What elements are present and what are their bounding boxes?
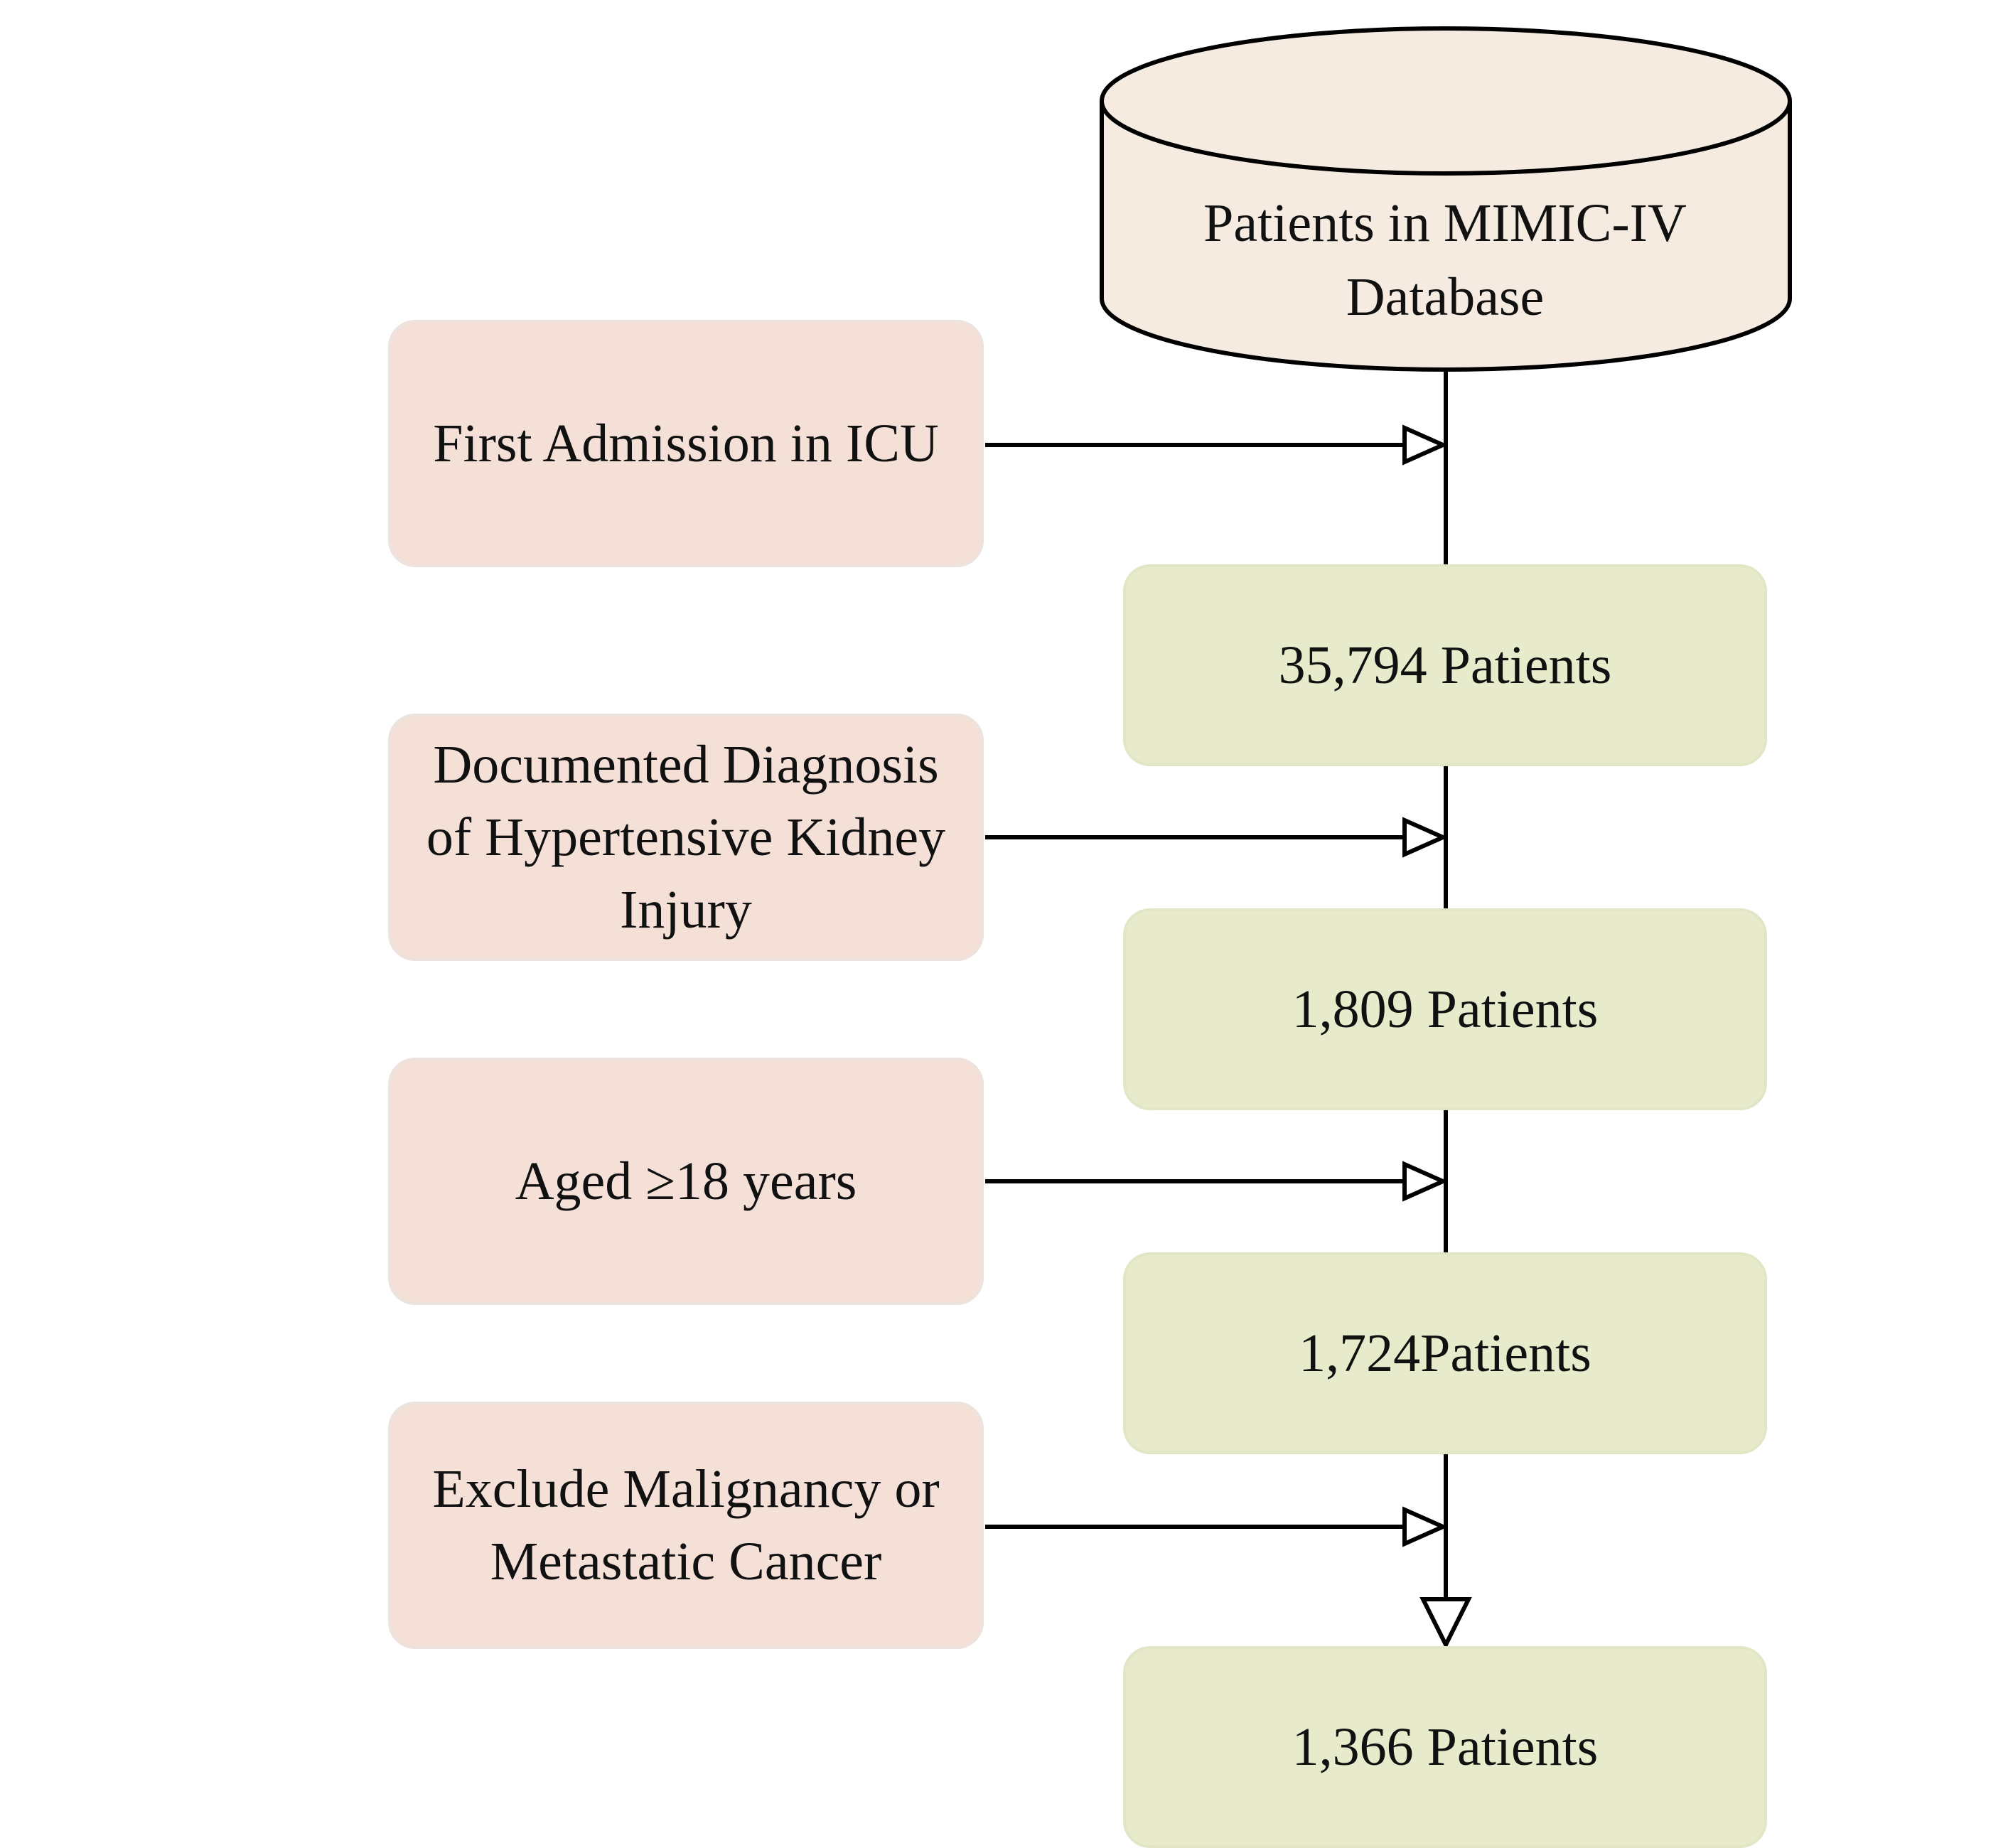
database-cylinder [1100, 26, 1792, 372]
criteria-label: First Admission in ICU [433, 414, 939, 473]
count-label: 1,809 Patients [1292, 979, 1599, 1039]
connector-4-arrowhead [1402, 1506, 1449, 1547]
database-label: Patients in MIMIC-IV Database [1203, 193, 1687, 327]
connector-2 [985, 817, 1449, 858]
connector-4 [985, 1506, 1449, 1547]
criteria-label: Documented Diagnosis of Hypertensive Kid… [426, 735, 946, 940]
criteria-box-exclude-malignancy: Exclude Malignancy or Metastatic Cancer [388, 1402, 984, 1649]
criteria-box-hypertensive-kidney-injury: Documented Diagnosis of Hypertensive Kid… [388, 714, 984, 961]
count-box-3: 1,724Patients [1123, 1252, 1767, 1454]
count-label: 1,724Patients [1299, 1323, 1591, 1383]
connector-3 [985, 1161, 1449, 1202]
connector-3-arrowhead [1402, 1161, 1449, 1202]
connector-2-arrowhead [1402, 817, 1449, 858]
count-box-1: 35,794 Patients [1123, 564, 1767, 766]
criteria-label: Exclude Malignancy or Metastatic Cancer [432, 1459, 940, 1591]
connector-1 [985, 424, 1449, 466]
criteria-box-first-admission: First Admission in ICU [388, 320, 984, 567]
database-cylinder-body [1100, 101, 1792, 372]
criteria-box-age: Aged ≥18 years [388, 1058, 984, 1305]
final-down-arrowhead [1419, 1597, 1472, 1650]
connector-1-arrowhead [1402, 424, 1449, 466]
count-label: 35,794 Patients [1278, 635, 1612, 695]
count-box-4: 1,366 Patients [1123, 1646, 1767, 1848]
count-label: 1,366 Patients [1292, 1717, 1599, 1777]
criteria-label: Aged ≥18 years [515, 1151, 857, 1211]
count-box-2: 1,809 Patients [1123, 908, 1767, 1110]
database-cylinder-top [1100, 26, 1792, 176]
